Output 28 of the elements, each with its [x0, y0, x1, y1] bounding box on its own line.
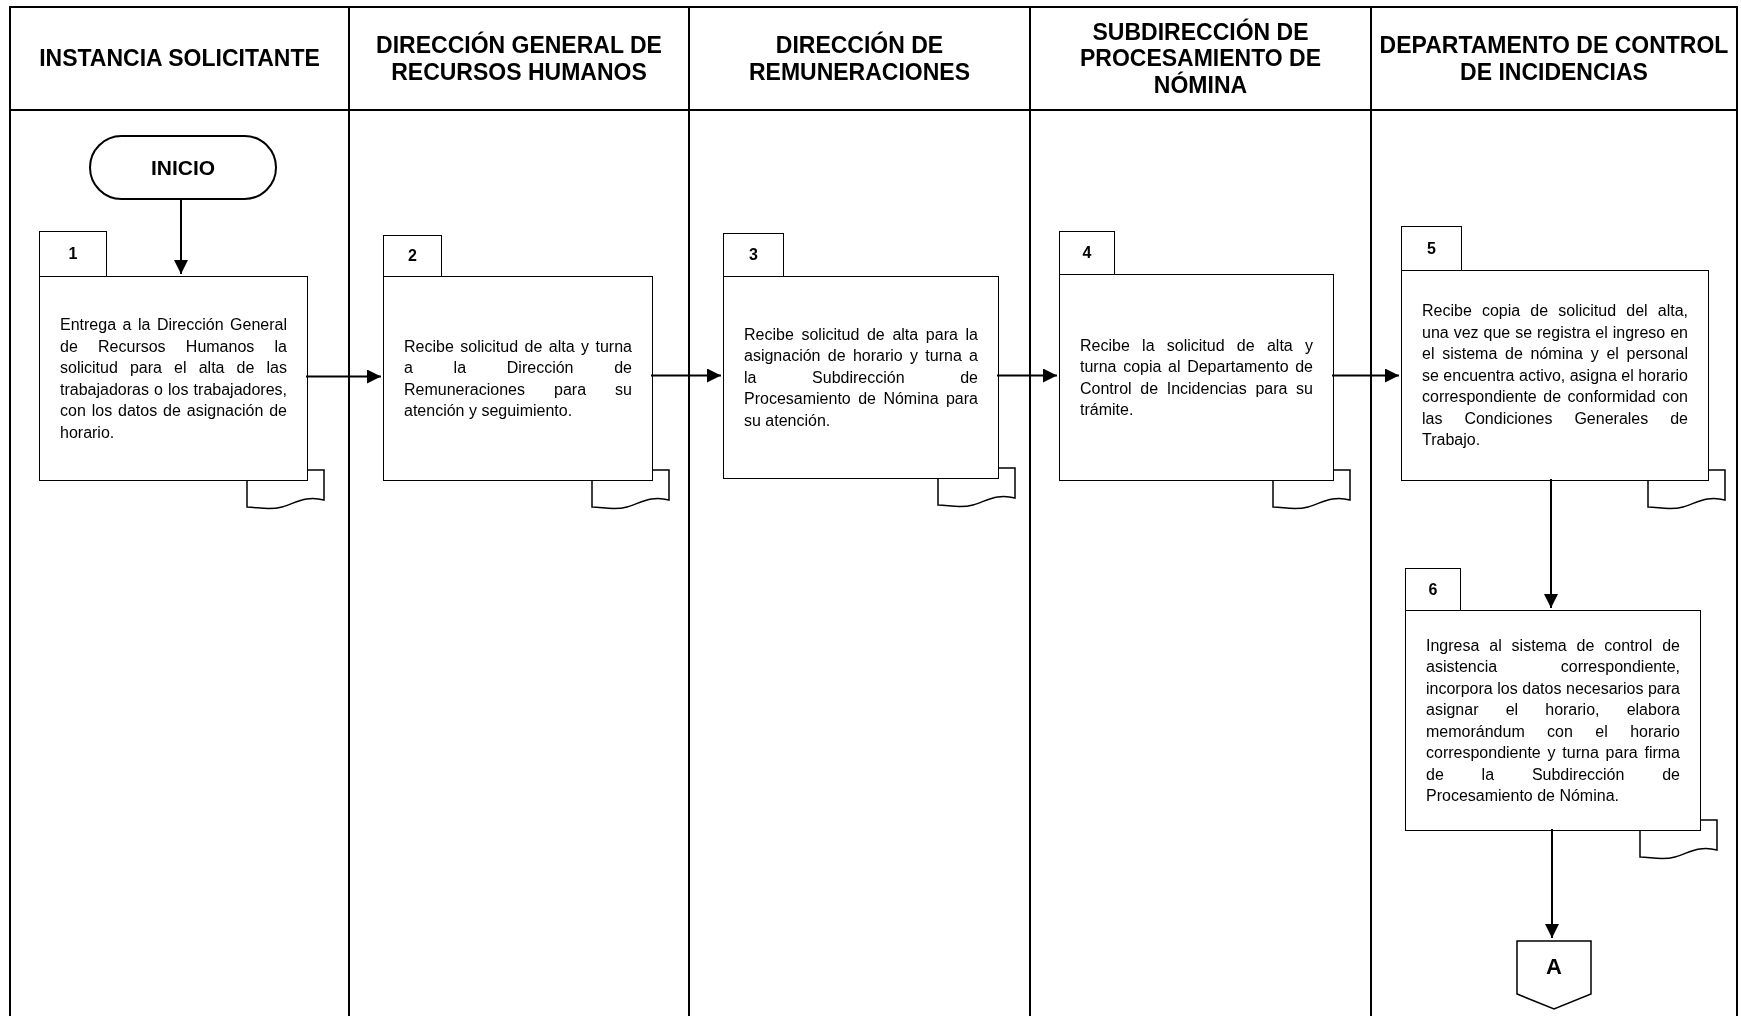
lane-title: DEPARTAMENTO DE CONTROL DE INCIDENCIAS	[1378, 32, 1730, 85]
arrow	[1545, 828, 1559, 939]
lane-title: DIRECCIÓN DE REMUNERACIONES	[747, 32, 972, 85]
arrow	[1331, 368, 1400, 383]
swimlane	[9, 6, 350, 1016]
step-text: Entrega a la Dirección General de Recursos Humanos la solicitud para el alta de las trabajadoras o los trabajadores, con los datos de asignación de horario.	[60, 315, 287, 443]
lane-title: SUBDIRECCIÓN DE PROCESAMIENTO DE NÓMINA	[1078, 18, 1323, 99]
start-terminator: INICIO	[89, 135, 277, 200]
step-number: 6	[1405, 568, 1461, 610]
arrow	[650, 368, 722, 383]
step-number: 2	[383, 235, 442, 276]
arrow	[305, 369, 382, 384]
lane-title: INSTANCIA SOLICITANTE	[38, 45, 321, 72]
step-number: 1	[39, 231, 107, 276]
step-text: Ingresa al sistema de control de asistencia correspondiente, incorpora los datos necesarios para asignar el horario, elabora memorándum con el horario correspondiente y turna para firma de la Subdirección de Procesamiento de Nómina.	[1426, 635, 1680, 806]
step-text: Recibe solicitud de alta y turna a la Dirección de Remuneraciones para su atención y seguimiento.	[404, 336, 632, 421]
connector-label: A	[1545, 954, 1563, 980]
arrow	[996, 368, 1058, 383]
step-number: 5	[1401, 226, 1462, 270]
arrow	[174, 197, 188, 275]
step-number: 4	[1059, 231, 1115, 274]
arrow	[1544, 478, 1558, 609]
swimlane	[1370, 6, 1738, 1016]
lane-title: DIRECCIÓN GENERAL DE RECURSOS HUMANOS	[375, 32, 663, 85]
step-text: Recibe copia de solicitud del alta, una vez que se registra el ingreso en el sistema de nómina y el personal se encuentra activo, asigna el horario correspondiente de conformidad con las Condiciones Generales de Trabajo.	[1422, 301, 1688, 451]
step-text: Recibe la solicitud de alta y turna copia al Departamento de Control de Incidencias para su trámite.	[1080, 335, 1313, 420]
step-text: Recibe solicitud de alta para la asignación de horario y turna a la Subdirección de Procesamiento de Nómina para su atención.	[744, 324, 978, 431]
step-number: 3	[723, 233, 784, 276]
